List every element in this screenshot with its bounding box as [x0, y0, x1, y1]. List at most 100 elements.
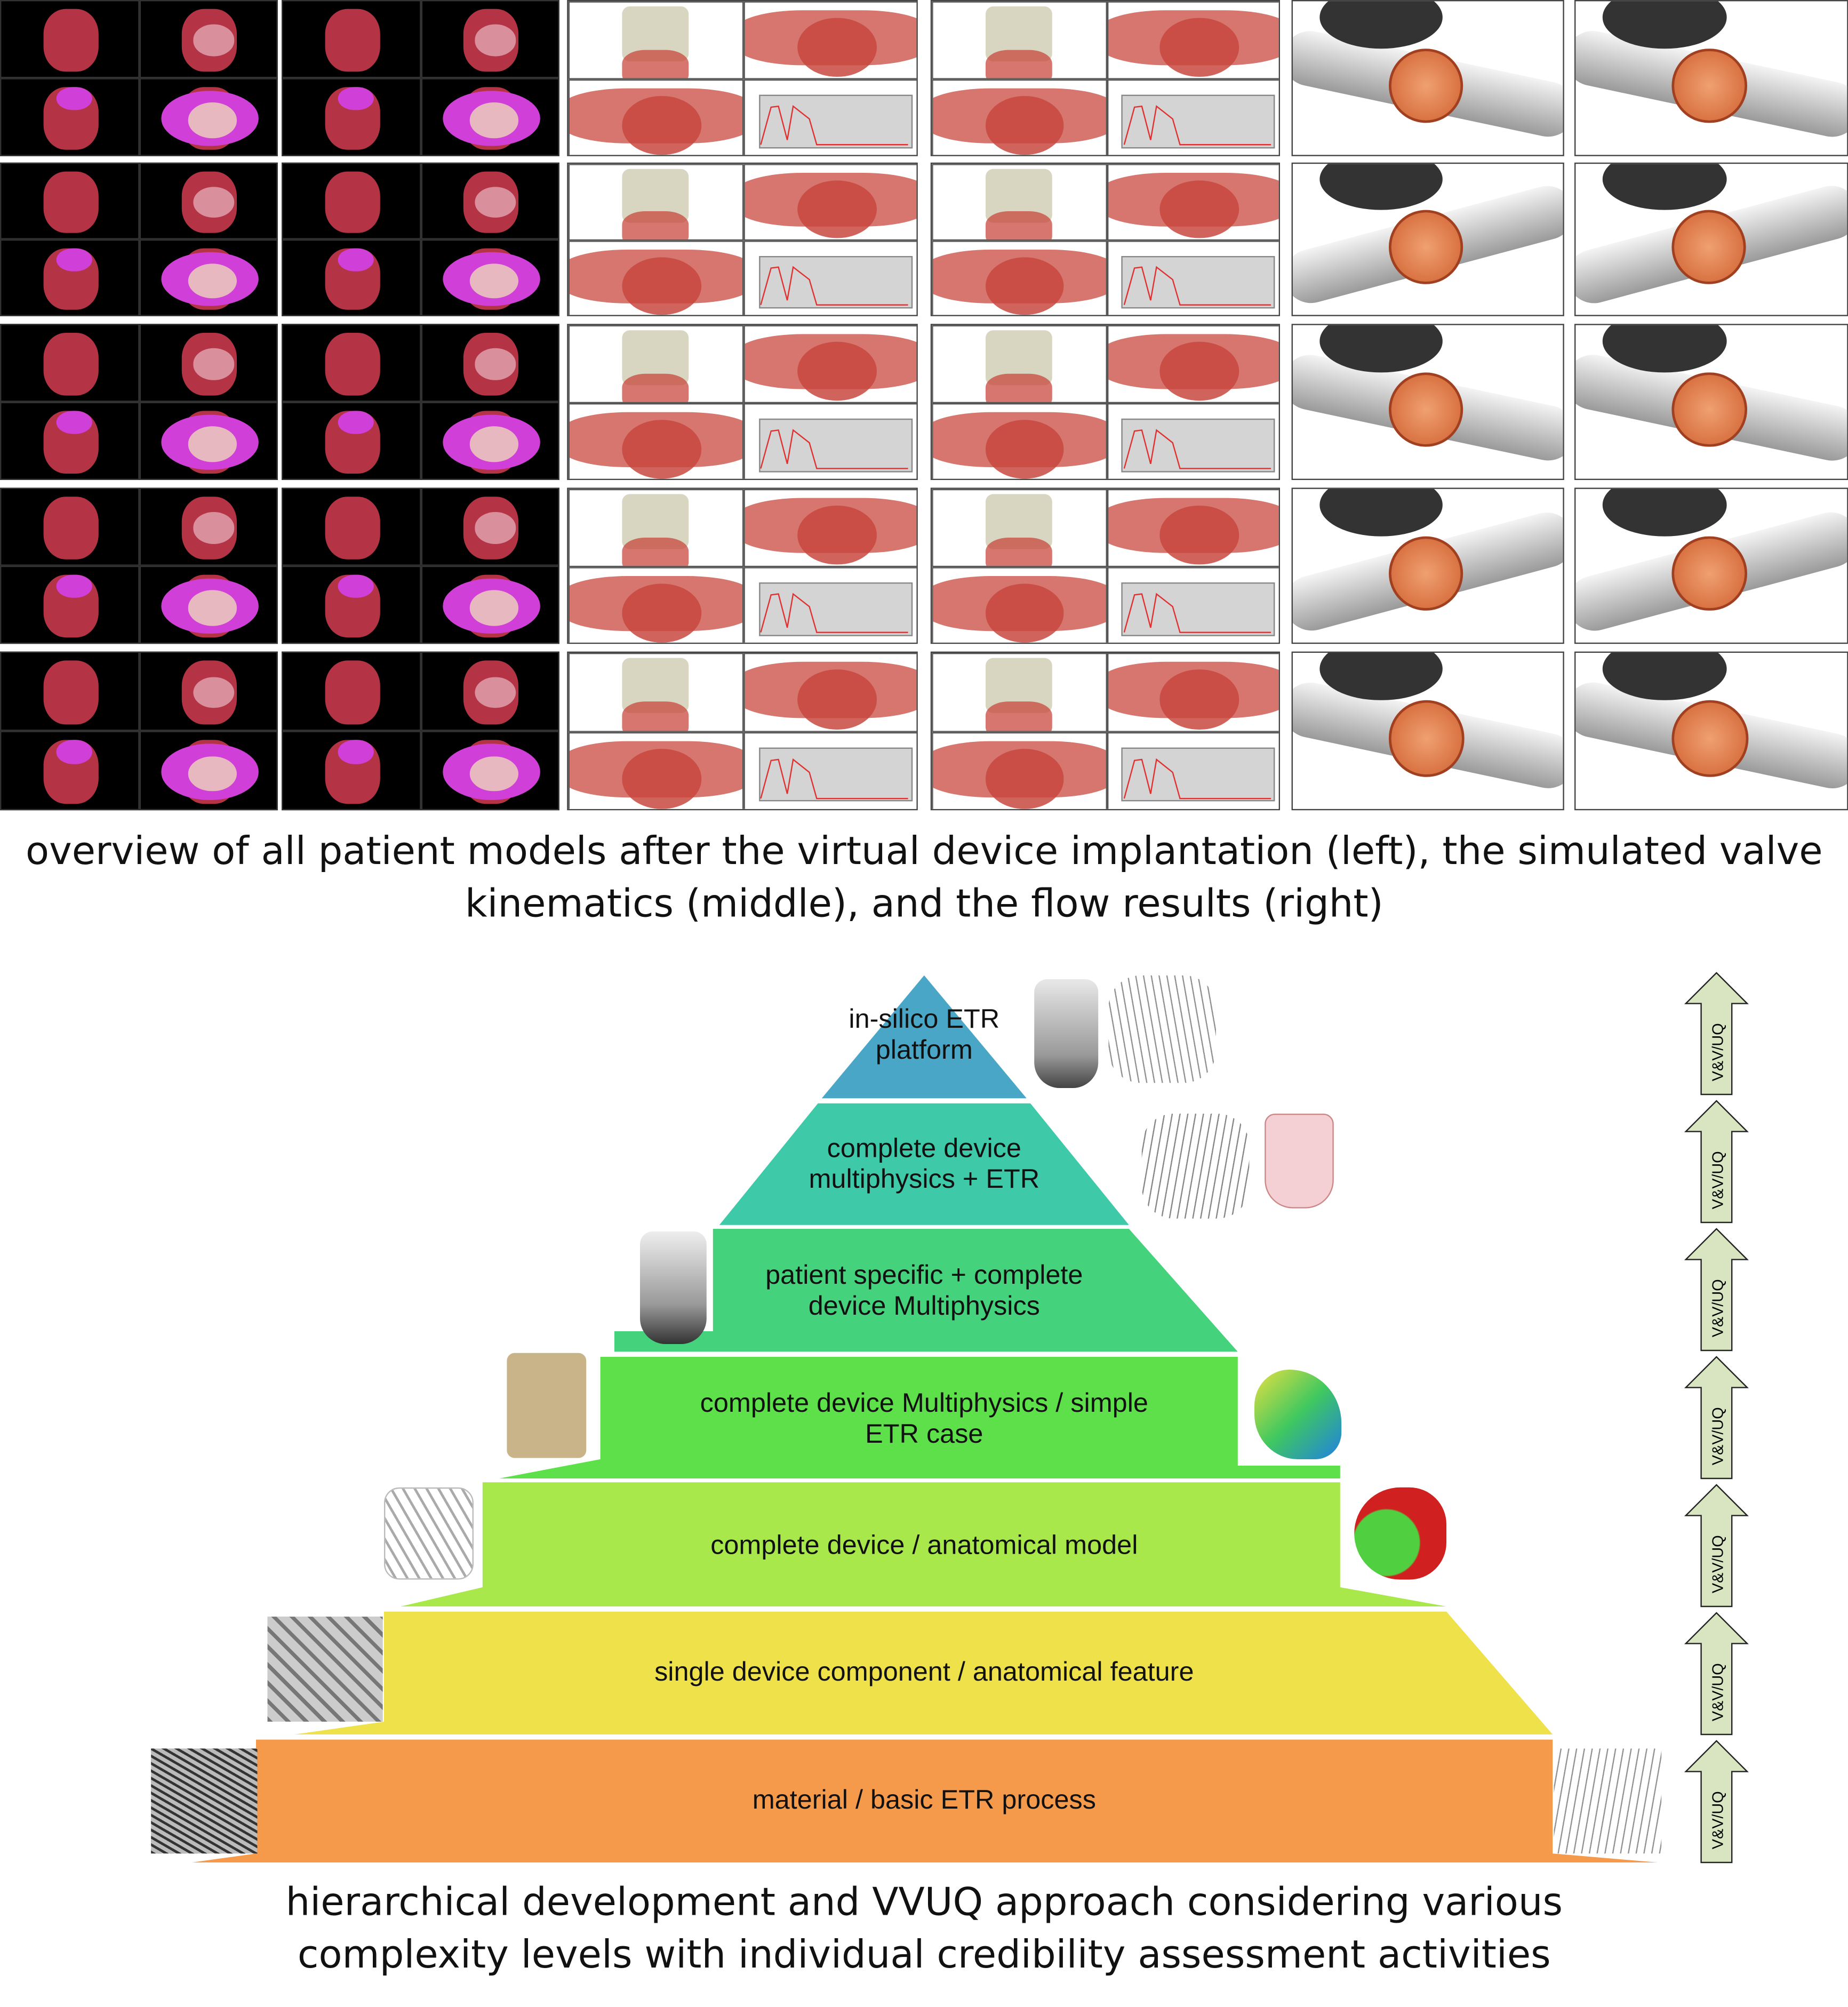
thumbnail-subpanel — [139, 565, 278, 644]
thumbnail-subpanel — [932, 1, 1107, 79]
bottom-caption: hierarchical development and VVUQ approa… — [0, 1876, 1848, 1981]
thumbnail-panel — [0, 651, 278, 811]
vessel-model — [985, 537, 1052, 566]
thumbnail-panel — [1291, 0, 1564, 156]
stent-component-image — [267, 1617, 383, 1722]
valve-model — [622, 257, 701, 315]
thumbnail-subpanel — [139, 731, 278, 811]
tier-label-5: complete device / anatomical model — [710, 1531, 1138, 1561]
valve-model — [797, 342, 877, 401]
material-fiber-image — [151, 1748, 258, 1854]
thumbnail-panel — [0, 162, 278, 316]
valve-model — [985, 96, 1065, 155]
vessel-model — [985, 211, 1052, 239]
device-model — [338, 87, 373, 111]
thumbnail-subpanel — [139, 651, 278, 731]
thumbnail-subpanel — [743, 241, 917, 315]
thumbnail-subpanel — [0, 78, 139, 156]
thumbnail-subpanel — [282, 78, 421, 156]
vvuq-arrow-label: V&V/UQ — [1709, 1279, 1726, 1337]
tier-label-6: single device component / anatomical fea… — [654, 1658, 1194, 1688]
device-model — [338, 740, 373, 764]
orifice-area-chart — [759, 418, 913, 472]
orifice-area-chart — [1122, 582, 1275, 636]
vessel-model — [43, 660, 99, 724]
valve-model — [797, 670, 877, 730]
thumbnail-subpanel — [420, 0, 559, 78]
vessel-model — [622, 373, 689, 402]
vessel-model — [985, 701, 1052, 731]
pyramid-tier-7 — [192, 1739, 1658, 1863]
thumbnail-subpanel — [282, 162, 421, 239]
valve-model — [1160, 342, 1239, 401]
thumbnail-subpanel — [282, 324, 421, 402]
valve-model — [985, 749, 1065, 809]
vessel-outlet — [1603, 164, 1726, 210]
thumbnail-subpanel — [139, 487, 278, 566]
thumbnail-panel — [1574, 324, 1848, 481]
valve-model — [188, 756, 238, 792]
valve-model — [985, 583, 1065, 643]
valve-model — [470, 590, 519, 626]
vvuq-arrow — [1684, 1484, 1749, 1608]
thumbnail-subpanel — [420, 487, 559, 566]
thumbnail-subpanel — [932, 732, 1107, 809]
pyramid-tier-2 — [719, 1103, 1129, 1225]
bottom-caption-line1: hierarchical development and VVUQ approa… — [285, 1880, 1563, 1925]
orifice-area-curve — [1123, 266, 1270, 306]
thumbnail-subpanel — [932, 653, 1107, 732]
thumbnail-panel — [930, 651, 1280, 811]
top-caption-line2: kinematics (middle), and the flow result… — [465, 882, 1383, 927]
thumbnail-panel — [1574, 651, 1848, 811]
thumbnail-subpanel — [1106, 732, 1279, 809]
orifice-area-curve — [1123, 429, 1270, 469]
device-model — [338, 411, 373, 435]
tier-label-7: material / basic ETR process — [752, 1786, 1096, 1816]
device-model — [338, 574, 373, 598]
valve-model — [1160, 18, 1239, 77]
vvuq-arrow — [1684, 1356, 1749, 1480]
thumbnail-subpanel — [420, 402, 559, 481]
thumbnail-subpanel — [932, 489, 1107, 567]
vessel-outlet — [1603, 1, 1726, 49]
transparent-valve-image — [1265, 1114, 1334, 1209]
thumbnail-subpanel — [282, 651, 421, 731]
valve-model — [470, 756, 519, 792]
orifice-area-curve — [1123, 758, 1270, 799]
thumbnail-subpanel — [1106, 241, 1279, 315]
thumbnail-subpanel — [0, 731, 139, 811]
thumbnail-panel — [0, 0, 278, 156]
thumbnail-subpanel — [743, 1, 917, 79]
thumbnail-panel — [567, 487, 918, 644]
thumbnail-panel — [567, 324, 918, 481]
valve-model — [622, 96, 701, 155]
top-caption-line1: overview of all patient models after the… — [26, 829, 1823, 875]
valve-model — [470, 426, 519, 462]
thumbnail-subpanel — [282, 402, 421, 481]
valve-stent-frame-image — [384, 1487, 474, 1580]
vessel-model — [985, 49, 1052, 78]
thumbnail-subpanel — [568, 567, 744, 643]
thumbnail-subpanel — [420, 651, 559, 731]
valve-icon — [1671, 372, 1747, 447]
stent-model — [193, 25, 235, 56]
thumbnail-subpanel — [568, 1, 744, 79]
thumbnail-subpanel — [743, 653, 917, 732]
thumbnail-panel — [282, 162, 559, 316]
valve-model — [1160, 180, 1239, 238]
thumbnail-subpanel — [743, 567, 917, 643]
thumbnail-panel — [930, 487, 1280, 644]
thumbnail-subpanel — [1106, 79, 1279, 155]
fiber-mesh-image — [1141, 1114, 1250, 1219]
valve-model — [622, 749, 701, 809]
bottom-caption-line2: complexity levels with individual credib… — [297, 1933, 1551, 1978]
orifice-area-chart — [759, 582, 913, 636]
vessel-outlet — [1320, 325, 1443, 372]
valve-icon — [1388, 535, 1464, 611]
vessel-model — [985, 373, 1052, 402]
valve-model — [188, 263, 238, 299]
orifice-area-chart — [1122, 94, 1275, 148]
valve-icon — [1388, 700, 1465, 777]
